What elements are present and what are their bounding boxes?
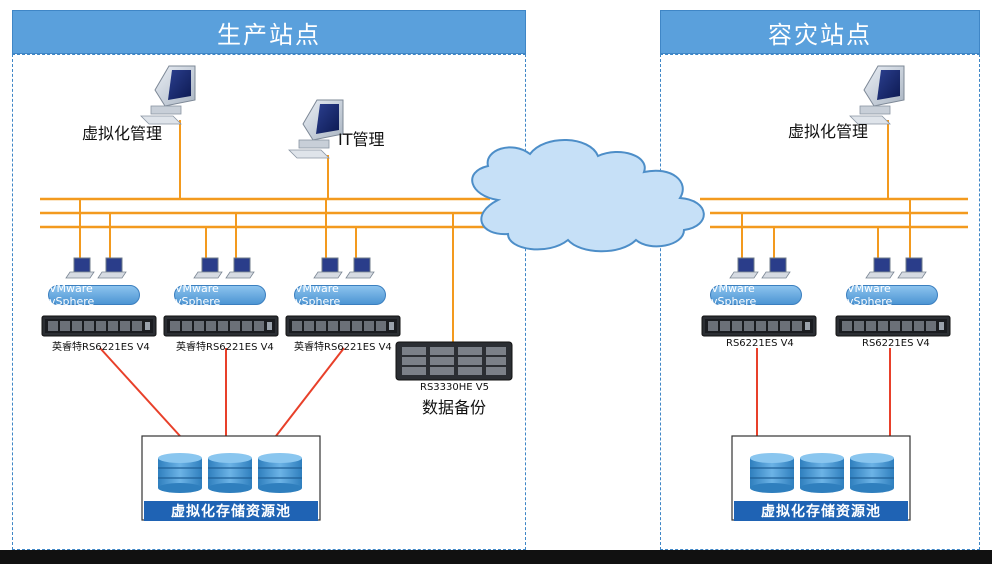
laptop-icon (345, 257, 375, 279)
dr-network-bus (700, 197, 968, 229)
cloud-icon (471, 139, 705, 253)
server-label: 英睿特RS6221ES V4 (52, 342, 150, 353)
production-pool-label: 虚拟化存储资源池 (144, 501, 318, 521)
dr-site-header: 容灾站点 (660, 10, 980, 54)
storage-disk-icon (749, 452, 795, 494)
vsphere-pill: VMware vSphere (846, 282, 938, 308)
laptop-icon (65, 257, 95, 279)
production-site-header: 生产站点 (12, 10, 526, 54)
laptop-icon (97, 257, 127, 279)
dr-virt-mgmt-label: 虚拟化管理 (788, 122, 869, 141)
server-label: RS6221ES V4 (862, 338, 930, 349)
bottom-edge (0, 550, 992, 564)
rack-server-icon (163, 315, 279, 337)
desktop-computer-icon (288, 99, 344, 159)
server-label: 英睿特RS6221ES V4 (176, 342, 274, 353)
backup-storage-icon (395, 341, 513, 381)
server-label: RS6221ES V4 (726, 338, 794, 349)
backup-caption: 数据备份 (422, 398, 487, 417)
desktop-computer-icon (849, 65, 905, 125)
storage-disk-icon (257, 452, 303, 494)
storage-disk-icon (849, 452, 895, 494)
vsphere-pill: VMware vSphere (174, 282, 266, 308)
laptop-icon (865, 257, 895, 279)
laptop-icon (729, 257, 759, 279)
san-links (99, 347, 891, 437)
production-network-bus (40, 197, 490, 229)
server-label: 英睿特RS6221ES V4 (294, 342, 392, 353)
rack-server-icon (835, 315, 951, 337)
it-mgmt-label: IT管理 (338, 130, 385, 149)
dr-pool-label: 虚拟化存储资源池 (734, 501, 908, 521)
prod-virt-mgmt-label: 虚拟化管理 (82, 124, 163, 143)
storage-disk-icon (207, 452, 253, 494)
storage-disk-icon (799, 452, 845, 494)
vsphere-pill: VMware vSphere (710, 282, 802, 308)
dr-site-area (660, 54, 980, 550)
laptop-icon (897, 257, 927, 279)
vsphere-pill: VMware vSphere (294, 282, 386, 308)
laptop-icon (761, 257, 791, 279)
laptop-icon (193, 257, 223, 279)
laptop-icon (225, 257, 255, 279)
storage-disk-icon (157, 452, 203, 494)
rack-server-icon (701, 315, 817, 337)
production-site-area (12, 54, 526, 550)
vsphere-pill: VMware vSphere (48, 282, 140, 308)
backup-model-label: RS3330HE V5 (420, 382, 489, 393)
desktop-computer-icon (140, 65, 196, 125)
laptop-icon (313, 257, 343, 279)
rack-server-icon (285, 315, 401, 337)
rack-server-icon (41, 315, 157, 337)
